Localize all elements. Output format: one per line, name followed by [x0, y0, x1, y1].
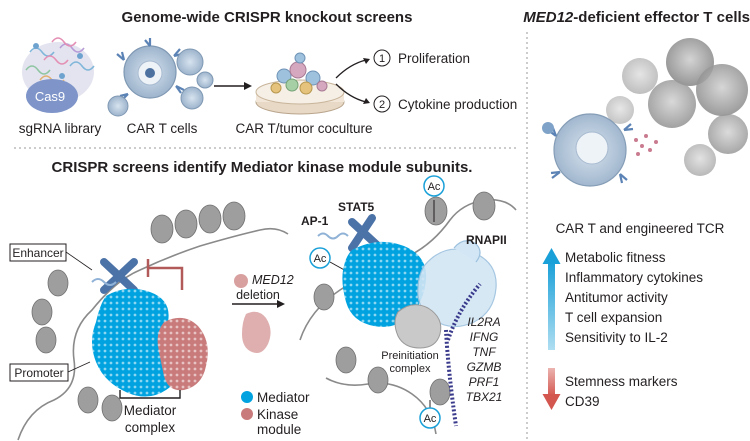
deletion-label: deletion — [236, 288, 280, 302]
target-gene-list: IL2RA IFNG TNF GZMB PRF1 TBX21 — [466, 315, 503, 404]
enhancer-label: Enhancer — [12, 246, 63, 260]
transcription-factor-left — [91, 258, 138, 294]
legend-swatch-kinase — [241, 408, 253, 420]
ap1-factor — [317, 232, 349, 240]
up-item-1: Inflammatory cytokines — [565, 270, 703, 285]
screens-heading: Genome-wide CRISPR knockout screens — [122, 9, 413, 26]
readout-num-2: 2 — [379, 99, 385, 111]
up-item-0: Metabolic fitness — [565, 250, 666, 265]
car-t-cells-illustration — [107, 38, 214, 117]
mediator-complex-label-1: Mediator — [124, 403, 177, 418]
up-item-2: Antitumor activity — [565, 290, 668, 305]
preinitiation-label-1: Preinitiation — [381, 350, 438, 362]
down-item-1: CD39 — [565, 394, 600, 409]
promoter-label: Promoter — [14, 366, 63, 380]
effector-t-cell-illustration — [542, 113, 658, 187]
tumor-cells-illustration — [606, 38, 748, 176]
kinase-inhibition-bar — [146, 259, 184, 290]
downregulated-arrow — [542, 368, 561, 410]
acetyl-mark-left: Ac — [309, 247, 349, 273]
stat5-label: STAT5 — [338, 200, 375, 214]
readout-label-1: Proliferation — [398, 51, 470, 66]
rnapii-label: RNAPII — [466, 233, 507, 247]
rna-transcript — [446, 282, 482, 341]
stat5-factor — [348, 214, 382, 252]
effector-heading-gene: MED12 — [523, 9, 574, 26]
gene-label-2: TNF — [472, 345, 496, 359]
mediator-complex-bracket — [119, 390, 181, 399]
mediator-complex-label-2: complex — [125, 420, 176, 435]
car-t-cells-label: CAR T cells — [127, 121, 198, 136]
gene-label-3: GZMB — [467, 360, 502, 374]
legend: Mediator Kinase module — [241, 390, 310, 437]
cas9-protein — [26, 79, 78, 113]
readout-arrow-head-2 — [363, 98, 370, 104]
enhancer-box: Enhancer — [9, 243, 93, 271]
readout-label-2: Cytokine production — [398, 97, 517, 112]
pipeline-arrow — [214, 82, 252, 90]
up-item-4: Sensitivity to IL-2 — [565, 330, 668, 345]
promoter-box: Promoter — [9, 361, 91, 382]
coculture-dish-illustration — [255, 52, 345, 115]
effector-heading-rest: -deficient effector T cells — [573, 9, 750, 26]
ap1-label: AP-1 — [301, 214, 329, 228]
preinitiation-label-2: complex — [390, 363, 431, 375]
gene-label-5: TBX21 — [466, 390, 503, 404]
acetyl-mark-bottom: Ac — [419, 400, 441, 429]
preinitiation-complex — [394, 304, 442, 349]
readout-arrow-head-1 — [363, 58, 370, 64]
rnapii-complex — [417, 240, 497, 328]
up-item-3: T cell expansion — [565, 310, 662, 325]
legend-label-kinase-module: module — [257, 422, 301, 437]
gene-label-0: IL2RA — [467, 315, 500, 329]
coculture-label: CAR T/tumor coculture — [235, 121, 372, 136]
mediator-complex-right — [342, 241, 427, 327]
upregulated-arrow — [542, 248, 561, 350]
down-item-0: Stemness markers — [565, 374, 678, 389]
readout-proliferation: 1 Proliferation — [373, 49, 470, 67]
effector-heading: MED12-deficient effector T cells — [523, 9, 750, 26]
gene-label-4: PRF1 — [469, 375, 500, 389]
gene-label-1: IFNG — [470, 330, 499, 344]
med12-dot — [234, 274, 248, 288]
readout-cytokine: 2 Cytokine production — [373, 95, 517, 113]
sgrna-library-label: sgRNA library — [19, 121, 102, 136]
deletion-arrow — [232, 300, 285, 308]
dna-template — [444, 329, 458, 427]
effects-subtitle: CAR T and engineered TCR — [556, 221, 725, 236]
acetyl-label-bottom: Ac — [424, 413, 437, 425]
readout-num-1: 1 — [379, 53, 385, 65]
chromatin-fiber-left — [17, 201, 289, 441]
cas9-label: Cas9 — [35, 89, 65, 104]
acetyl-label-left: Ac — [314, 253, 327, 265]
legend-label-mediator: Mediator — [257, 390, 310, 405]
readout-arrows — [335, 59, 367, 103]
acetyl-mark-top: Ac — [423, 175, 445, 222]
sgrna-library-illustration: Cas9 — [22, 37, 95, 113]
upregulated-list: Metabolic fitness Inflammatory cytokines… — [565, 250, 703, 345]
downregulated-list: Stemness markers CD39 — [565, 374, 678, 409]
med12-label: MED12 — [252, 273, 294, 287]
acetyl-label-top: Ac — [428, 181, 441, 193]
identify-heading: CRISPR screens identify Mediator kinase … — [52, 159, 473, 176]
deleted-kinase-module — [242, 311, 271, 353]
legend-swatch-mediator — [241, 391, 253, 403]
mediator-complex-left — [92, 288, 208, 397]
legend-label-kinase: Kinase — [257, 407, 298, 422]
